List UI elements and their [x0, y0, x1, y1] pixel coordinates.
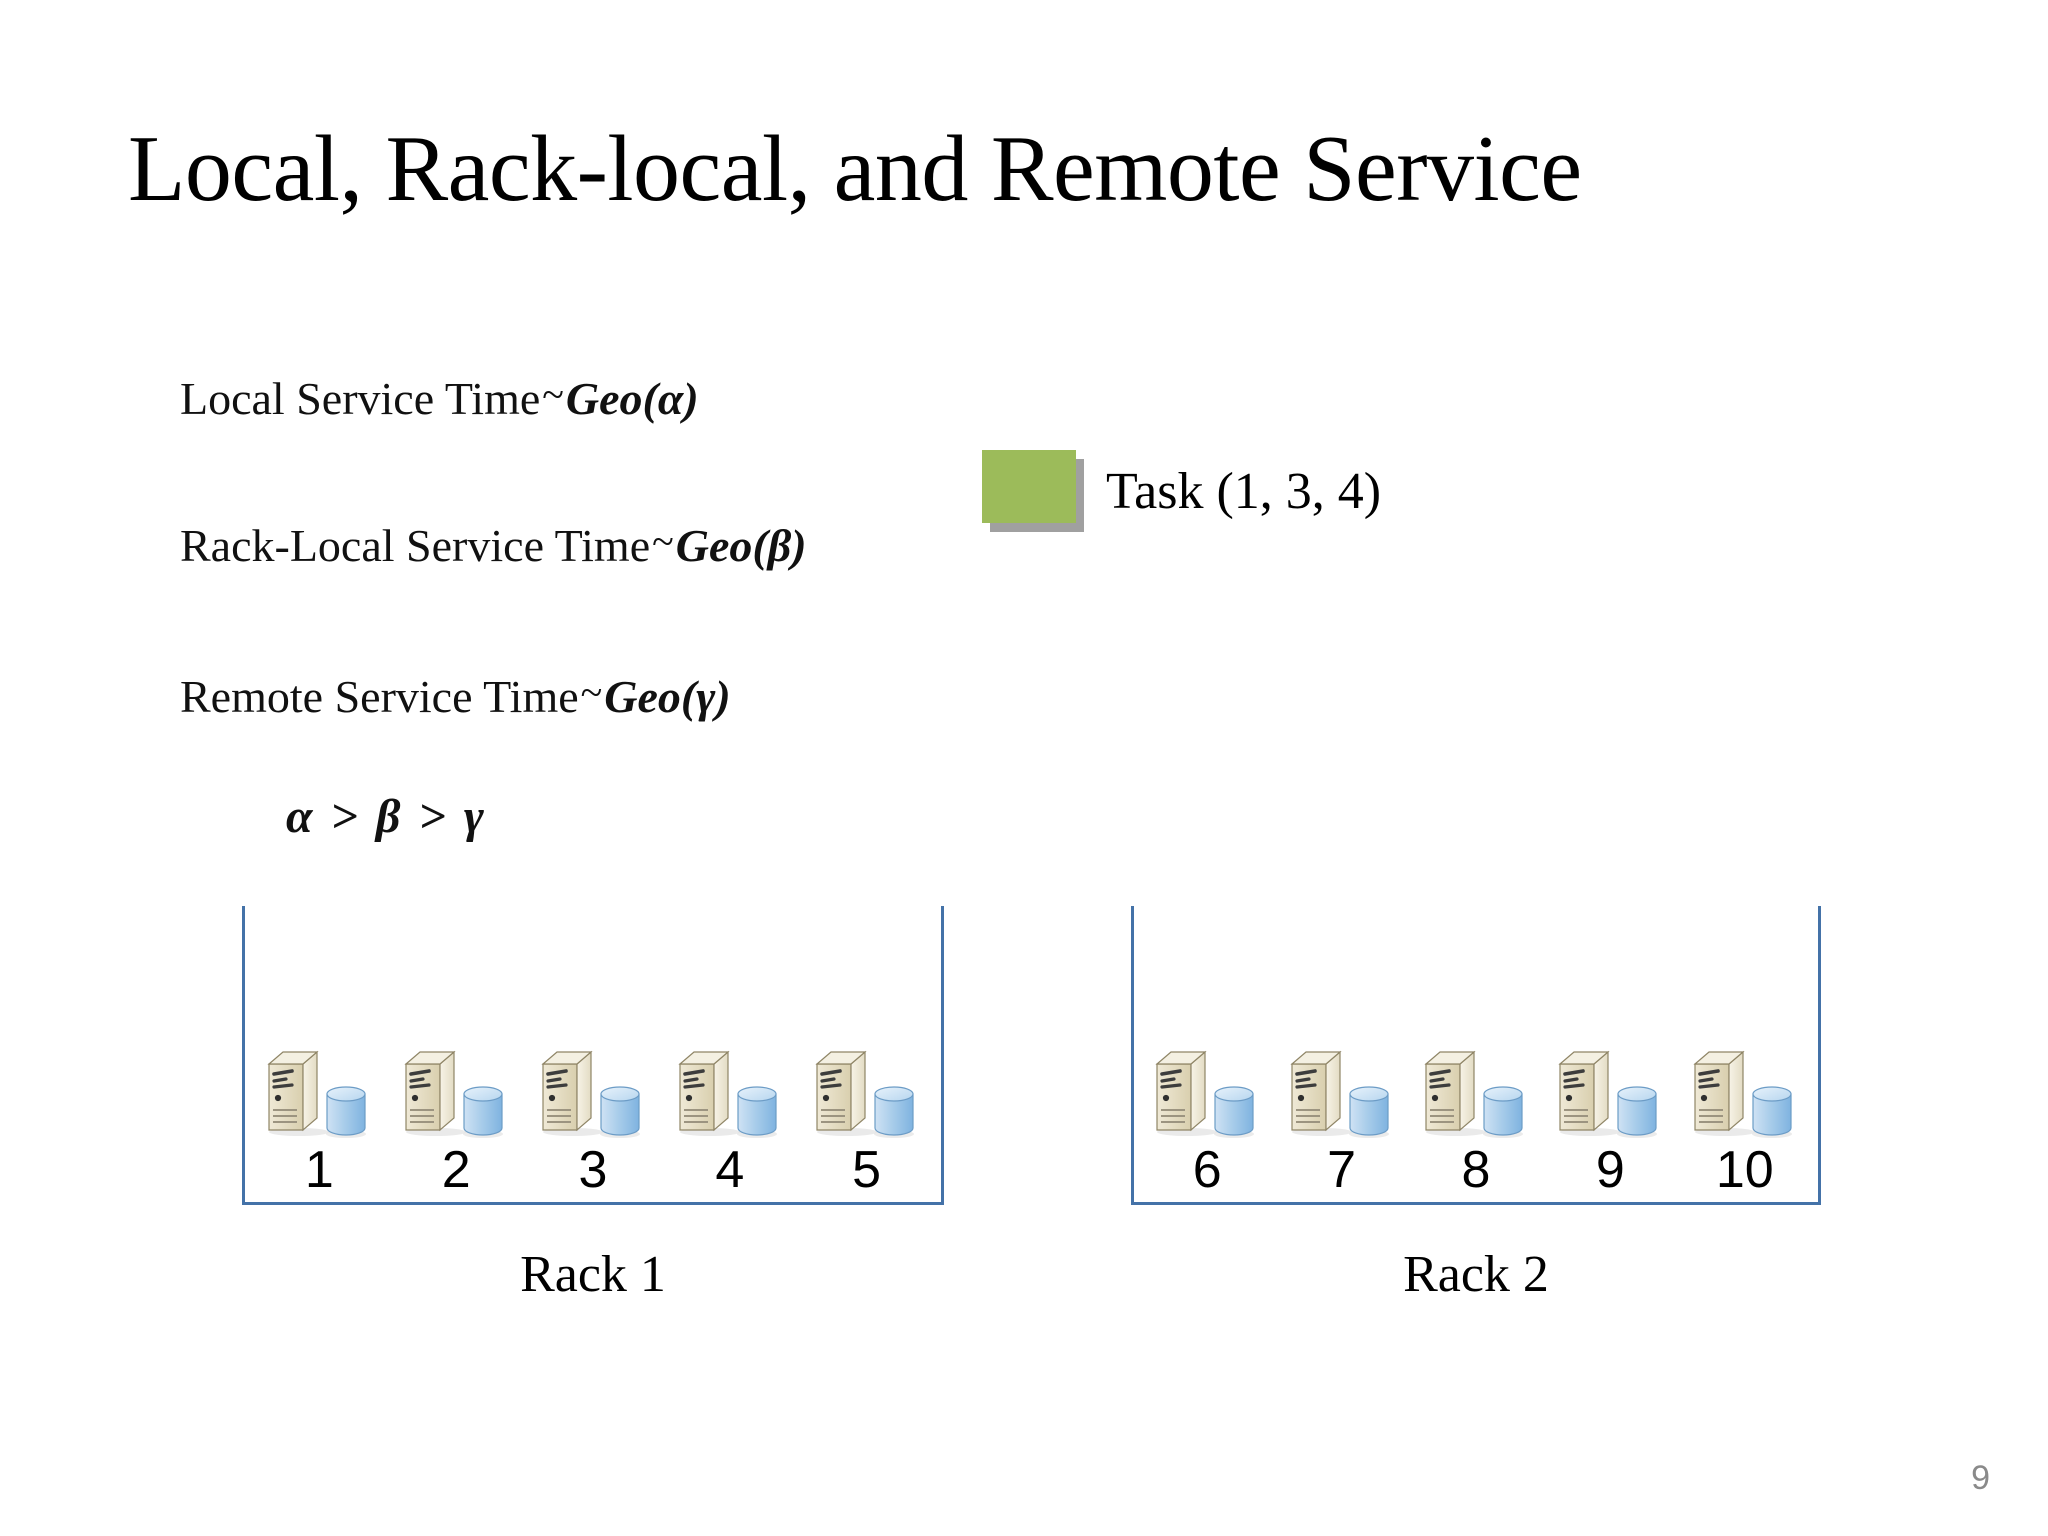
rack-caption-1: Rack 1 — [520, 1246, 666, 1303]
formula-rack-local-distribution: Geo(β) — [675, 520, 807, 571]
server-number-label: 2 — [441, 1141, 471, 1199]
server-unit-3[interactable]: 3 — [529, 1038, 657, 1196]
formula-parameter-inequality: α > β > γ — [286, 790, 487, 843]
task-legend-label: Task (1, 3, 4) — [1106, 462, 1382, 520]
server-number-label: 3 — [578, 1141, 608, 1199]
server-unit-9[interactable]: 9 — [1546, 1038, 1674, 1196]
server-number-label: 6 — [1192, 1141, 1222, 1199]
server-unit-1[interactable]: 1 — [255, 1038, 383, 1196]
task-swatch-group — [982, 450, 1084, 532]
server-tower-icon — [670, 1038, 790, 1142]
page-title: Local, Rack-local, and Remote Service — [128, 117, 1582, 221]
server-tower-icon — [1147, 1038, 1267, 1142]
formula-rack-local-label: Rack-Local Service Time — [180, 520, 651, 571]
task-color-swatch — [982, 450, 1076, 523]
server-tower-icon — [1685, 1038, 1805, 1142]
server-unit-2[interactable]: 2 — [392, 1038, 520, 1196]
formula-local-service-time: Local Service Time~Geo(α) — [180, 373, 699, 424]
task-legend: Task (1, 3, 4) — [982, 450, 1381, 532]
server-tower-icon — [807, 1038, 927, 1142]
formula-local-label: Local Service Time — [180, 373, 541, 424]
server-unit-6[interactable]: 6 — [1143, 1038, 1271, 1196]
formula-local-relation: ~ — [542, 372, 564, 417]
formula-rack-local-service-time: Rack-Local Service Time~Geo(β) — [180, 520, 807, 571]
server-number-label: 4 — [715, 1141, 745, 1199]
server-unit-10[interactable]: 10 — [1681, 1038, 1809, 1196]
rack-box-1: 1 2 3 4 5 — [242, 906, 944, 1205]
server-row-rack-2: 6 7 8 9 10 — [1134, 1038, 1818, 1196]
server-number-label: 7 — [1327, 1141, 1357, 1199]
formula-rack-local-relation: ~ — [652, 519, 674, 564]
server-tower-icon — [1282, 1038, 1402, 1142]
server-tower-icon — [1550, 1038, 1670, 1142]
server-unit-5[interactable]: 5 — [803, 1038, 931, 1196]
formula-remote-label: Remote Service Time — [180, 671, 579, 722]
server-number-label: 9 — [1595, 1141, 1625, 1199]
server-unit-4[interactable]: 4 — [666, 1038, 794, 1196]
server-number-label: 5 — [852, 1141, 882, 1199]
server-tower-icon — [1416, 1038, 1536, 1142]
rack-caption-2: Rack 2 — [1403, 1246, 1549, 1303]
server-tower-icon — [259, 1038, 379, 1142]
formula-remote-relation: ~ — [580, 670, 603, 715]
server-number-label: 1 — [304, 1141, 334, 1199]
formula-remote-distribution: Geo(γ) — [604, 671, 731, 722]
server-tower-icon — [396, 1038, 516, 1142]
server-unit-7[interactable]: 7 — [1278, 1038, 1406, 1196]
formula-local-distribution: Geo(α) — [565, 373, 699, 424]
rack-box-2: 6 7 8 9 10 — [1131, 906, 1821, 1205]
server-number-label: 8 — [1461, 1141, 1491, 1199]
slide-page-number: 9 — [1971, 1459, 1990, 1497]
server-tower-icon — [533, 1038, 653, 1142]
server-unit-8[interactable]: 8 — [1412, 1038, 1540, 1196]
formula-remote-service-time: Remote Service Time~Geo(γ) — [180, 671, 731, 722]
server-number-label: 10 — [1715, 1141, 1774, 1199]
server-row-rack-1: 1 2 3 4 5 — [245, 1038, 941, 1196]
